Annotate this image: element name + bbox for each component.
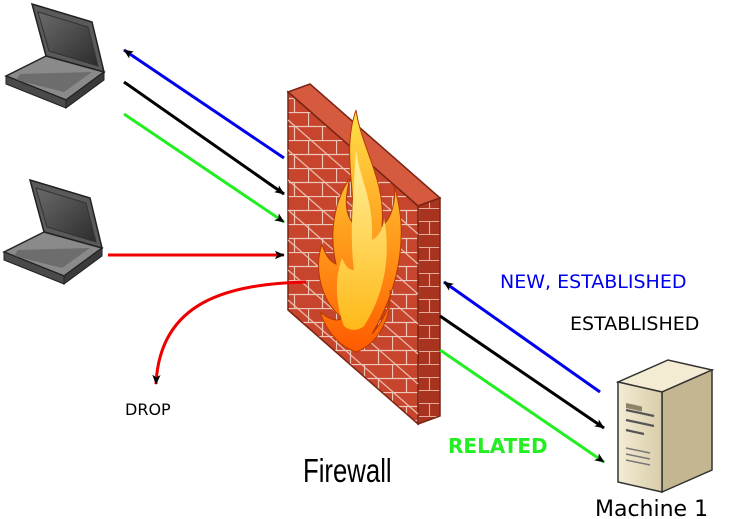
arrow-new-established-outbound	[123, 48, 285, 160]
laptop-2-icon	[2, 178, 104, 285]
arrow-drop	[152, 280, 307, 385]
arrow-new-established-machine	[443, 280, 601, 394]
related-label: RELATED	[448, 434, 548, 458]
laptop-1-icon	[4, 2, 106, 109]
machine-label: Machine 1	[595, 497, 708, 519]
new-established-label: NEW, ESTABLISHED	[500, 271, 686, 293]
arrow-established-machine	[439, 314, 605, 430]
drop-label: DROP	[125, 400, 171, 419]
established-label: ESTABLISHED	[570, 313, 699, 335]
firewall-label: Firewall	[303, 453, 392, 490]
flame-icon	[318, 109, 402, 353]
arrow-established-inbound	[123, 80, 285, 196]
arrow-related-inbound	[123, 112, 285, 224]
server-icon	[615, 359, 715, 494]
arrow-related-machine	[439, 348, 605, 464]
